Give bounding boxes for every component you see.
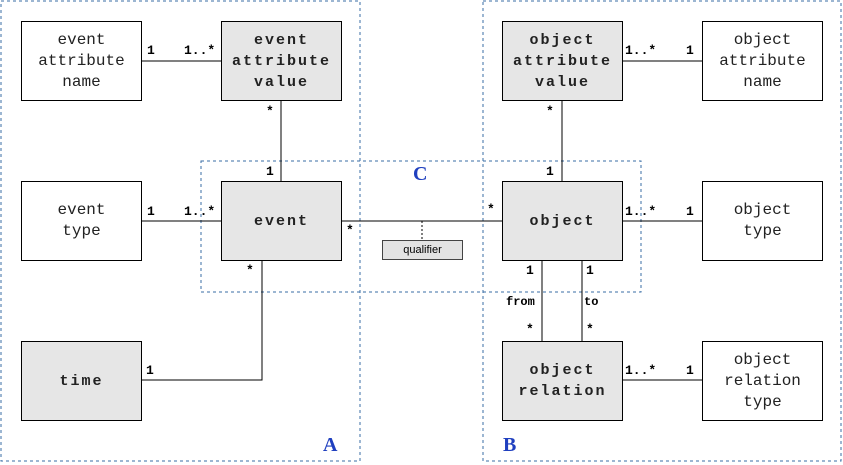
mult-or-many: 1..* (625, 363, 657, 378)
mult-from-one: 1 (526, 263, 534, 278)
region-c-border (200, 160, 642, 293)
mult-event-star-right: * (346, 223, 354, 238)
mult-ean-one: 1 (147, 43, 155, 58)
object-box: object (502, 181, 623, 261)
role-to-label: to (584, 295, 599, 309)
event-box: event (221, 181, 342, 261)
event-type-box: event type (21, 181, 142, 261)
mult-event-many-left: 1..* (184, 204, 216, 219)
mult-to-one: 1 (586, 263, 594, 278)
mult-from-star: * (526, 322, 534, 337)
region-label-a: A (323, 434, 338, 456)
event-attribute-name-box: event attribute name (21, 21, 142, 101)
region-a-border (0, 0, 361, 462)
mult-time-one: 1 (146, 363, 154, 378)
mult-object-star-left: * (487, 202, 495, 217)
object-attribute-name-box: object attribute name (702, 21, 823, 101)
region-b-border (482, 0, 842, 462)
mult-eav-star-bottom: * (266, 104, 274, 119)
mult-object-many-right: 1..* (625, 204, 657, 219)
mult-event-star-bottom: * (246, 263, 254, 278)
mult-eav-many: 1..* (184, 43, 216, 58)
mult-object-one-top: 1 (546, 164, 554, 179)
role-from-label: from (506, 295, 535, 309)
object-relation-box: object relation (502, 341, 623, 421)
time-box: time (21, 341, 142, 421)
connector-time (142, 261, 263, 381)
mult-to-star: * (586, 322, 594, 337)
object-type-box: object type (702, 181, 823, 261)
mult-et-one: 1 (147, 204, 155, 219)
mult-oav-star-bottom: * (546, 104, 554, 119)
mult-ort-one: 1 (686, 363, 694, 378)
region-label-b: B (503, 434, 517, 456)
region-label-c: C (413, 163, 428, 185)
mult-ot-one: 1 (686, 204, 694, 219)
event-attribute-value-box: event attribute value (221, 21, 342, 101)
qualifier-label: qualifier (382, 240, 463, 260)
mult-oav-many: 1..* (625, 43, 657, 58)
object-relation-type-box: object relation type (702, 341, 823, 421)
mult-oan-one: 1 (686, 43, 694, 58)
mult-event-one-top: 1 (266, 164, 274, 179)
object-attribute-value-box: object attribute value (502, 21, 623, 101)
